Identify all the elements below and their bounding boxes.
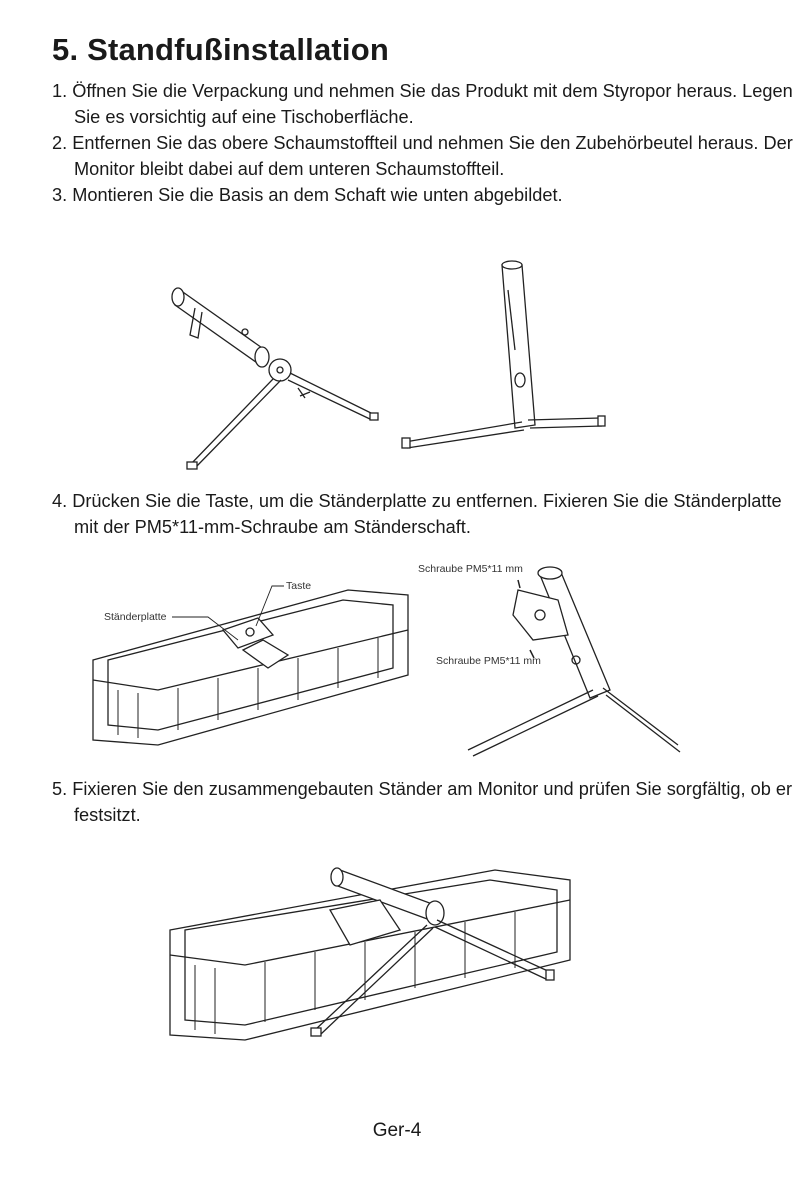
base-y-illustration (186, 358, 379, 470)
assembled-stand-illustration (401, 260, 606, 449)
shaft-lying-illustration (171, 287, 270, 368)
figure-base-assembly (150, 250, 630, 485)
section-title: 5. Standfußinstallation (52, 32, 390, 67)
monitor-with-stand-illustration (169, 867, 571, 1041)
monitor-in-foam-illustration (92, 589, 409, 746)
step-2-text: 2. Entfernen Sie das obere Schaumstoffte… (52, 133, 793, 179)
page-number: Ger-4 (372, 1120, 422, 1141)
callout-lines (172, 585, 284, 641)
schraube-top-label: Schraube PM5*11 mm (418, 563, 523, 575)
taste-label: Taste (286, 580, 311, 592)
step-4-text: 4. Drücken Sie die Taste, um die Ständer… (52, 491, 782, 537)
step-1-text: 1. Öffnen Sie die Verpackung und nehmen … (52, 81, 793, 127)
step-3-text: 3. Montieren Sie die Basis an dem Schaft… (52, 185, 563, 205)
step-5-text: 5. Fixieren Sie den zusammengebauten Stä… (52, 779, 793, 825)
schraube-bottom-label: Schraube PM5*11 mm (436, 655, 541, 667)
figure-remove-plate: Ständerplatte Taste Schraube PM5*11 mm S… (88, 560, 718, 760)
stand-with-plate-illustration (467, 566, 681, 757)
figure-stand-mounted (165, 860, 585, 1050)
staenderplatte-label: Ständerplatte (104, 611, 167, 623)
